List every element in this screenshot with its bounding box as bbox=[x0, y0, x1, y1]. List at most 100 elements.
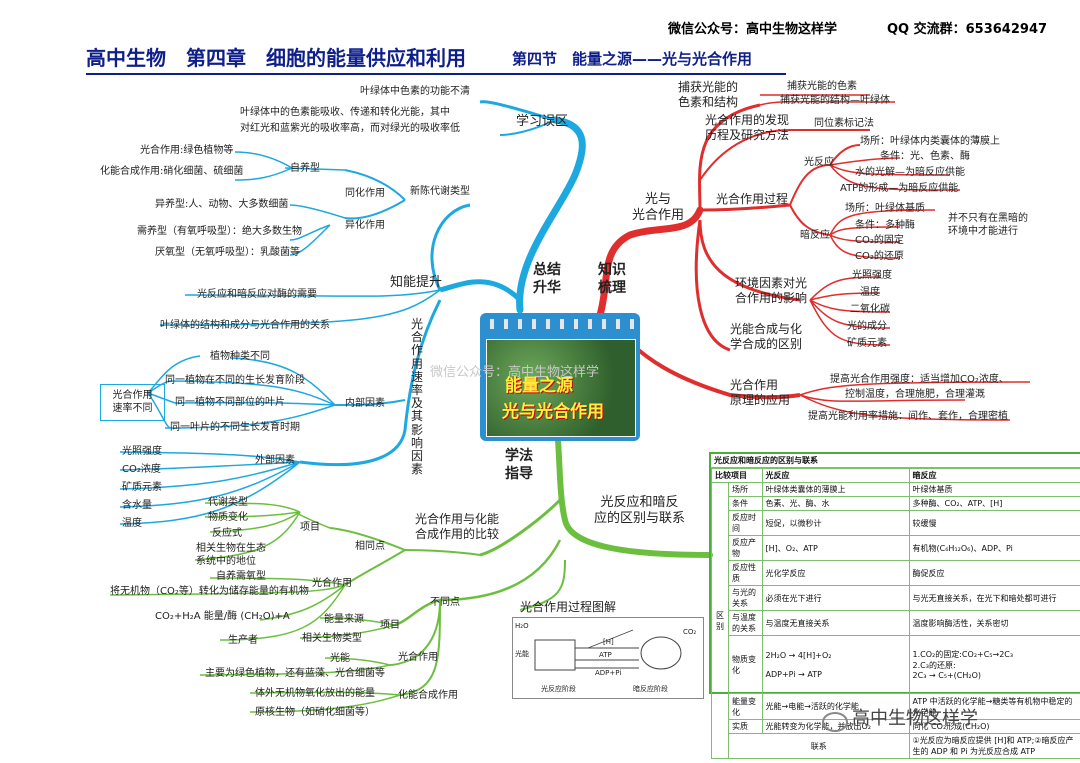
wz-light: 2H₂O → 4[H]+O₂ ADP+Pi → ATP bbox=[761, 635, 910, 694]
branch-xuefa: 学法 指导 bbox=[505, 448, 533, 482]
app-1b: 控制温度，合理施肥，合理灌溉 bbox=[845, 389, 985, 400]
proc-co2: CO₂ bbox=[683, 628, 697, 636]
row-light: 短促，以微秒计 bbox=[761, 510, 910, 536]
row-light: 光化学反应 bbox=[761, 560, 910, 586]
node-yingyong: 光合作用 原理的应用 bbox=[730, 378, 791, 407]
row-label: 与光的关系 bbox=[728, 585, 763, 611]
footer-brand: 高中生物这样学 bbox=[852, 708, 978, 729]
proc-atp: ATP bbox=[599, 651, 612, 659]
rate-box: 光合作用 速率不同 bbox=[100, 384, 165, 421]
page-title: 高中生物 第四章 细胞的能量供应和利用 bbox=[86, 46, 466, 70]
xm-4a: 相关生物在生态 bbox=[196, 543, 266, 554]
env-2: 温度 bbox=[860, 287, 880, 298]
gh-4: 生产者 bbox=[228, 635, 258, 646]
qq-group: QQ 交流群：653642947 bbox=[887, 22, 1048, 37]
head-item: 比较项目 bbox=[711, 468, 763, 483]
app-2: 提高光能利用率措施：间作、套作，合理密植 bbox=[808, 411, 1008, 422]
vertical-rate-label: 光合作用速率及其影响因素 bbox=[410, 317, 423, 477]
proc-l1: 光反应阶段 bbox=[541, 685, 576, 693]
af-4: CO₂的还原 bbox=[855, 251, 904, 262]
p-2: 主要为绿色植物，还有蓝藻、光合细菌等 bbox=[205, 668, 385, 679]
branch-zongjie: 总结 升华 bbox=[533, 262, 561, 296]
gf-4: ATP的形成—为暗反应供能 bbox=[840, 183, 959, 194]
node-guangyu: 光与 光合作用 bbox=[632, 192, 685, 224]
af-note: 并不只有在黑暗的 环境中才能进行 bbox=[948, 213, 1028, 237]
gf-3: 水的光解—为暗反应供能 bbox=[855, 167, 965, 178]
qubie-cell: 区 别 bbox=[711, 482, 729, 759]
row-dark: 有机物(C₆H₁₂O₆)、ADP、Pi bbox=[908, 535, 1080, 561]
gf-2: 条件：光、色素、酶 bbox=[880, 151, 970, 162]
row-label: 实质 bbox=[728, 719, 763, 734]
title-underline bbox=[86, 73, 786, 75]
row-dark: 与光无直接关系，在光下和暗处都可进行 bbox=[908, 585, 1080, 611]
row-label: 反应时间 bbox=[728, 510, 763, 536]
wuqu-1: 叶绿体中色素的功能不清 bbox=[360, 86, 470, 97]
row-dark: 较缓慢 bbox=[908, 510, 1080, 536]
table-head-row: 比较项目 光反应 暗反应 bbox=[711, 468, 1080, 483]
table-row-wuzhi: 物质变化 2H₂O → 4[H]+O₂ ADP+Pi → ATP 1.CO₂的固… bbox=[712, 635, 1080, 694]
table-row: 反应时间 短促，以微秒计 较缓慢 bbox=[712, 510, 1080, 536]
green-trunk bbox=[555, 437, 713, 558]
node-bijiao: 光合作用与化能 合成作用的比较 bbox=[415, 512, 500, 541]
h-2: 原核生物（如硝化细菌等） bbox=[255, 707, 375, 718]
waibu-4: 含水量 bbox=[122, 500, 152, 511]
h-1: 体外无机物氧化放出的能量 bbox=[255, 688, 375, 699]
node-tujie: 光合作用过程图解 bbox=[520, 600, 617, 614]
env-3: 二氧化碳 bbox=[850, 304, 890, 315]
af-3: CO₂的固定 bbox=[855, 235, 904, 246]
row-light: [H]、O₂、ATP bbox=[761, 535, 910, 561]
node-butong: 不同点 bbox=[430, 597, 460, 608]
blue-trunk-2 bbox=[439, 279, 522, 302]
gh-1: 自养需氧型 bbox=[216, 571, 266, 582]
xuyang: 需养型（有氧呼吸型）：绝大多数生物 bbox=[137, 226, 302, 237]
row-dark: 酶促反应 bbox=[908, 560, 1080, 586]
row-label: 反应产物 bbox=[728, 535, 763, 561]
node-tonghua: 同化作用 bbox=[345, 188, 385, 199]
node-waibu: 外部因素 bbox=[255, 455, 295, 466]
wz-r1: 1.CO₂的固定:CO₂+C₅→2C₃ bbox=[912, 650, 1014, 659]
row-label: 能量变化 bbox=[728, 693, 763, 720]
af-1: 场所：叶绿体基质 bbox=[845, 203, 925, 214]
yiyang: 异养型:人、动物、大多数细菌 bbox=[155, 199, 289, 210]
node-qubielianxi: 光反应和暗反 应的区别与联系 bbox=[594, 495, 686, 527]
gh-3: CO₂+H₂A 能量/酶 (CH₂O)+A bbox=[155, 611, 290, 622]
center-title-2: 光与光合作用 bbox=[502, 402, 604, 422]
node-hn: 化能合成作用 bbox=[398, 690, 458, 701]
row-light: 必须在光下进行 bbox=[761, 585, 910, 611]
node-buhuo: 捕获光能的 色素和结构 bbox=[678, 80, 739, 109]
center-photo bbox=[486, 339, 636, 437]
table-title: 光反应和暗反应的区别与联系 bbox=[711, 454, 1080, 468]
lianxi-label: 联系 bbox=[728, 733, 910, 759]
ym-2: 相关生物类型 bbox=[302, 633, 362, 644]
node-yihua: 异化作用 bbox=[345, 220, 385, 231]
node-zizhang: 自养型 bbox=[290, 163, 320, 174]
waibu-2: CO₂浓度 bbox=[122, 464, 161, 475]
buhuo-2: 捕获光能的结构—叶绿体 bbox=[780, 95, 890, 106]
wz-r2: 2.C₃的还原: bbox=[912, 661, 956, 670]
red-trunk bbox=[596, 206, 704, 319]
node-faxian: 光合作用的发现 历程及研究方法 bbox=[705, 113, 790, 142]
head-dark: 暗反应 bbox=[908, 468, 1080, 483]
node-xinchen: 新陈代谢类型 bbox=[410, 186, 470, 197]
table-row: 与温度的关系 与温度无直接关系 温度影响酶活性，关系密切 bbox=[712, 610, 1080, 636]
xm-2: 物质变化 bbox=[208, 512, 248, 523]
process-diagram: H₂O 光能 [H] ATP ADP+Pi CO₂ 光反应阶段 暗反应阶段 bbox=[512, 617, 704, 699]
faxian-1: 同位素标记法 bbox=[814, 118, 874, 129]
node-anfan: 暗反应 bbox=[800, 230, 830, 241]
wz-l1: 2H₂O → 4[H]+O₂ bbox=[765, 650, 832, 660]
tonghua-1: 光合作用:绿色植物等 bbox=[140, 145, 234, 156]
env-5: 矿质元素 bbox=[847, 338, 887, 349]
waibu-3: 矿质元素 bbox=[122, 482, 162, 493]
row-dark: 温度影响酶活性，关系密切 bbox=[908, 610, 1080, 636]
xm-3: 反应式 bbox=[212, 528, 242, 539]
blue-trunk bbox=[516, 116, 586, 314]
node-guangfan: 光反应 bbox=[804, 157, 834, 168]
node-xuexiwuqu: 学习误区 bbox=[516, 114, 569, 129]
neibu-1: 植物种类不同 bbox=[210, 351, 270, 362]
node-guocheng: 光合作用过程 bbox=[716, 192, 789, 206]
row-label: 条件 bbox=[728, 496, 763, 511]
ym-1: 能量来源 bbox=[324, 614, 364, 625]
wz-r3: 2C₃ → C₅+(CH₂O) bbox=[912, 671, 982, 680]
